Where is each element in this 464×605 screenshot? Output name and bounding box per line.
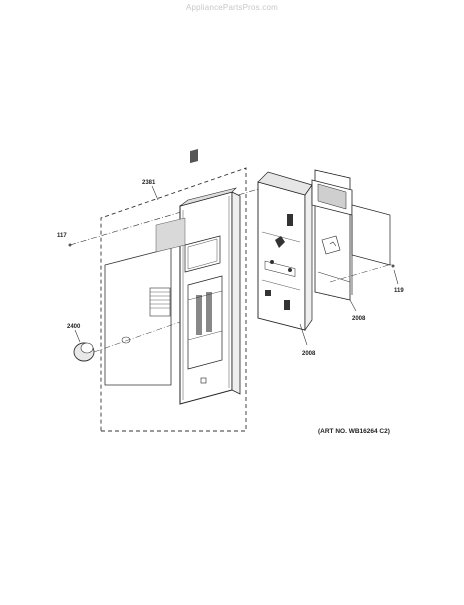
leader-119 — [393, 269, 399, 285]
panel-back-plate — [155, 217, 186, 253]
assembly-boundary — [100, 167, 247, 432]
callout-2381: 2381 — [142, 180, 156, 186]
leader-2008-lower — [299, 323, 308, 346]
keypad-membrane — [104, 247, 172, 386]
callout-2008-right: 2008 — [352, 316, 366, 322]
callout-119: 119 — [394, 288, 404, 294]
leader-2008-right — [349, 299, 357, 312]
screw-119 — [391, 264, 395, 268]
mounting-bracket-2008 — [311, 169, 391, 301]
callout-2400: 2400 — [67, 324, 81, 330]
control-board-2008 — [257, 171, 313, 332]
leader-2381 — [151, 185, 159, 201]
knob-2400 — [73, 321, 181, 362]
callout-117: 117 — [57, 233, 67, 239]
axis-119 — [329, 263, 393, 283]
control-panel-front — [179, 148, 241, 405]
callout-2008-lower: 2008 — [302, 351, 316, 357]
art-number: (ART NO. WB16264 C2) — [318, 428, 390, 435]
leader-2400 — [74, 329, 81, 343]
screw-117 — [68, 243, 72, 247]
ribbon-cable — [149, 287, 171, 317]
watermark: AppliancePartsPros.com — [186, 3, 278, 12]
